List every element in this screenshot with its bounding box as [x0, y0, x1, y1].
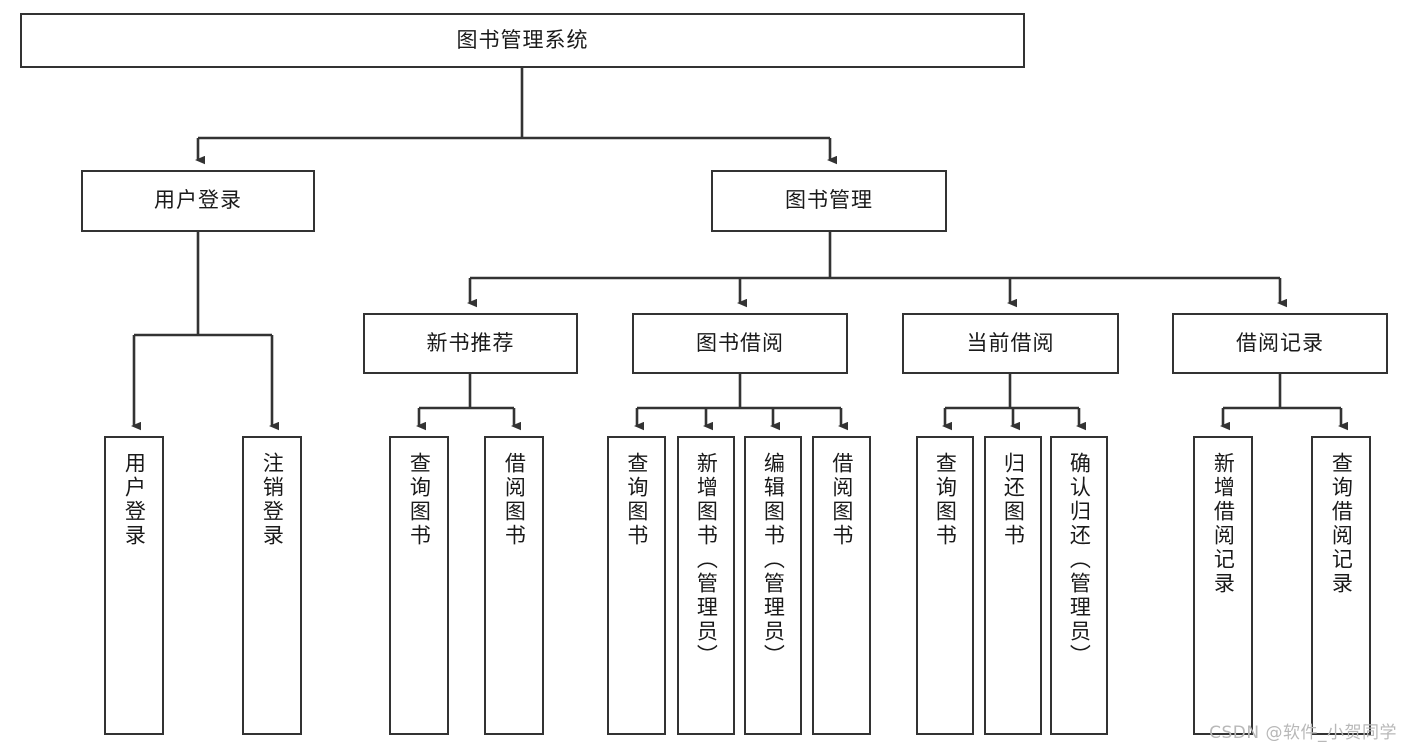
leaf-borrow-book[interactable]: 借阅图书: [812, 436, 871, 735]
node-book-borrow-label: 图书借阅: [696, 330, 784, 355]
node-book-borrow[interactable]: 图书借阅: [632, 313, 848, 374]
leaf-logout[interactable]: 注销登录: [242, 436, 302, 735]
leaf-edit-book-admin[interactable]: 编辑图书（管理员）: [744, 436, 802, 735]
node-borrow-record-label: 借阅记录: [1236, 330, 1324, 355]
node-book-management-label: 图书管理: [785, 188, 873, 213]
node-user-login-label: 用户登录: [154, 188, 242, 213]
leaf-query-book-current-label: 查询图书: [933, 452, 958, 548]
leaf-return-book[interactable]: 归还图书: [984, 436, 1042, 735]
leaf-borrow-book-recommend[interactable]: 借阅图书: [484, 436, 544, 735]
node-root[interactable]: 图书管理系统: [20, 13, 1025, 68]
leaf-user-login-label: 用户登录: [122, 452, 147, 548]
leaf-add-book-admin-label: 新增图书（管理员）: [694, 452, 719, 668]
watermark: CSDN @软件_小贺同学: [1209, 723, 1397, 743]
node-new-book-recommend[interactable]: 新书推荐: [363, 313, 578, 374]
leaf-query-book-borrow-label: 查询图书: [624, 452, 649, 548]
leaf-borrow-book-recommend-label: 借阅图书: [502, 452, 527, 548]
node-user-login[interactable]: 用户登录: [81, 170, 315, 232]
node-borrow-record[interactable]: 借阅记录: [1172, 313, 1388, 374]
leaf-add-borrow-record[interactable]: 新增借阅记录: [1193, 436, 1253, 735]
leaf-confirm-return-admin[interactable]: 确认归还（管理员）: [1050, 436, 1108, 735]
node-current-borrow-label: 当前借阅: [966, 330, 1055, 355]
node-book-management[interactable]: 图书管理: [711, 170, 947, 232]
leaf-query-borrow-record[interactable]: 查询借阅记录: [1311, 436, 1371, 735]
leaf-add-book-admin[interactable]: 新增图书（管理员）: [677, 436, 735, 735]
leaf-user-login[interactable]: 用户登录: [104, 436, 164, 735]
leaf-logout-label: 注销登录: [260, 452, 285, 548]
leaf-query-borrow-record-label: 查询借阅记录: [1329, 452, 1354, 596]
leaf-add-borrow-record-label: 新增借阅记录: [1211, 452, 1236, 596]
leaf-confirm-return-admin-label: 确认归还（管理员）: [1067, 452, 1092, 668]
node-root-label: 图书管理系统: [456, 27, 589, 52]
leaf-borrow-book-label: 借阅图书: [829, 452, 854, 548]
node-new-book-recommend-label: 新书推荐: [426, 330, 515, 355]
leaf-query-book-borrow[interactable]: 查询图书: [607, 436, 666, 735]
leaf-query-book-recommend-label: 查询图书: [407, 452, 432, 548]
leaf-query-book-current[interactable]: 查询图书: [916, 436, 974, 735]
leaf-query-book-recommend[interactable]: 查询图书: [389, 436, 449, 735]
leaf-return-book-label: 归还图书: [1001, 452, 1026, 548]
leaf-edit-book-admin-label: 编辑图书（管理员）: [761, 452, 786, 668]
node-current-borrow[interactable]: 当前借阅: [902, 313, 1119, 374]
